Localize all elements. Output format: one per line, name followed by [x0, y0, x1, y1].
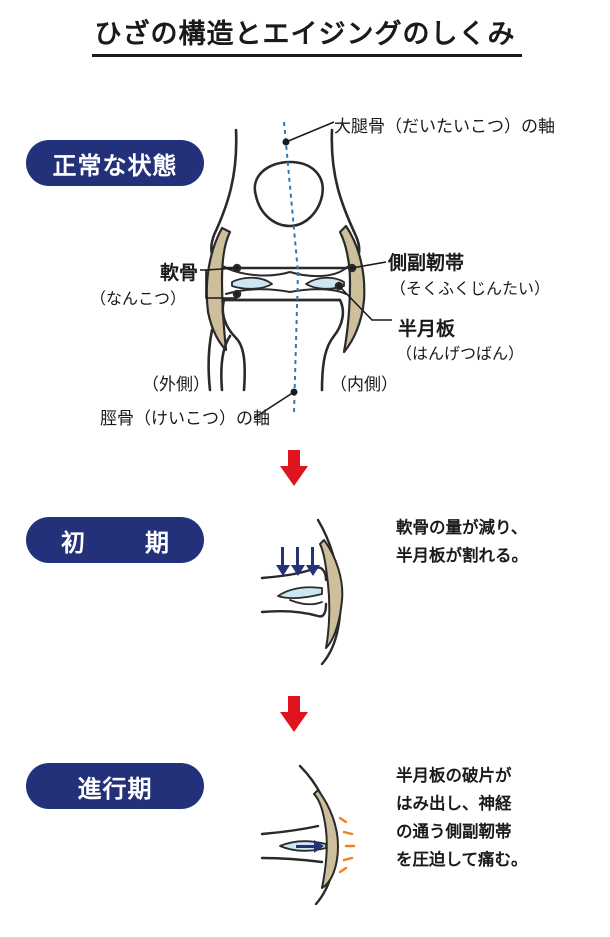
medial-label: （内側） — [330, 375, 398, 395]
title-underline — [92, 54, 522, 57]
stage-badge-advanced: 進行期 — [26, 763, 204, 809]
meniscus-label: 半月板 — [398, 318, 456, 340]
tibia-axis-label: 脛骨（けいこつ）の軸 — [100, 409, 270, 429]
progress-arrow-2 — [280, 696, 308, 732]
knee-early-diagram — [260, 518, 344, 666]
advanced-stage-note: 半月板の破片が はみ出し、神経 の通う側副靭帯 を圧迫して痛む。 — [396, 766, 528, 869]
pressure-arrows — [276, 547, 320, 576]
bone-axes — [283, 121, 299, 413]
cartilage-reading: （なんこつ） — [90, 289, 187, 308]
stage-badge-normal: 正常な状態 — [26, 140, 204, 186]
stage-badge-early: 初 期 — [26, 517, 204, 563]
early-stage-note: 軟骨の量が減り、 半月板が割れる。 — [396, 518, 528, 565]
collateral-ligament-reading: （そくふくじんたい） — [390, 279, 551, 298]
cartilage-label: 軟骨 — [160, 262, 199, 284]
lateral-label: （外側） — [142, 375, 210, 395]
knee-advanced-diagram — [260, 764, 339, 906]
collateral-ligament-label: 側副靭帯 — [388, 252, 465, 274]
femur-axis-label: 大腿骨（だいたいこつ）の軸 — [334, 117, 555, 137]
knee-normal-diagram — [205, 128, 366, 392]
progress-arrow-1 — [280, 450, 308, 486]
page-title: ひざの構造とエイジングのしくみ — [94, 19, 516, 50]
leader-lines — [200, 121, 392, 419]
meniscus-reading: （はんげつばん） — [396, 344, 525, 363]
pain-marks — [338, 816, 356, 874]
fragment-arrow — [296, 840, 324, 853]
